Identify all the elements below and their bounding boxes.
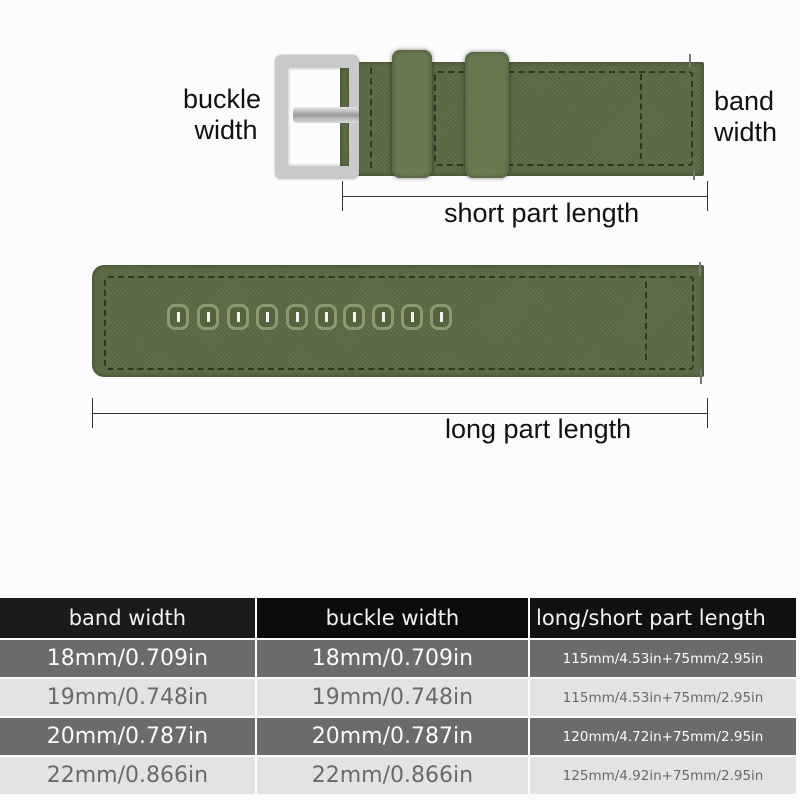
short-part-dimension-line [342,196,708,197]
strap-hole [315,304,337,330]
strap-hole [256,304,278,330]
table-row: 22mm/0.866in 22mm/0.866in 125mm/4.92in+7… [0,757,796,794]
cell-band-width: 18mm/0.709in [0,640,255,677]
long-spring-bar-pin-bottom [700,370,702,384]
short-strap-stitch [434,71,693,166]
short-part-tick-left [342,181,343,211]
table-row: 19mm/0.748in 19mm/0.748in 115mm/4.53in+7… [0,679,796,716]
spring-bar-pin-bottom [693,170,695,180]
long-strap-stitch [104,276,694,370]
table-header-row: band width buckle width long/short part … [0,598,796,638]
strap-hole [167,304,189,330]
short-part-length-label: short part length [444,198,640,228]
strap-keeper-1 [392,50,432,178]
strap-keeper-2 [465,52,509,178]
cell-buckle-width: 19mm/0.748in [256,679,529,716]
buckle-width-label-line2: width [194,115,258,145]
strap-hole [430,304,452,330]
spring-bar-pin-top [689,54,691,68]
band-width-label: band width [714,86,777,148]
long-strap-stitch-inner [645,282,647,360]
strap-hole [372,304,394,330]
short-part-tick-right [707,181,708,211]
buckle-width-label-line1: buckle [183,84,262,114]
cell-band-width: 22mm/0.866in [0,757,255,794]
header-band-width: band width [0,598,255,638]
cell-buckle-width: 20mm/0.787in [256,718,529,755]
cell-band-width: 20mm/0.787in [0,718,255,755]
long-part-tick-left [92,398,93,428]
size-table: band width buckle width long/short part … [0,596,798,796]
strap-hole [227,304,249,330]
header-buckle-width: buckle width [256,598,529,638]
table-row: 18mm/0.709in 18mm/0.709in 115mm/4.53in+7… [0,640,796,677]
cell-length: 120mm/4.72in+75mm/2.95in [530,718,796,755]
short-strap-stitch-inner [640,74,642,159]
long-part-length-label: long part length [445,414,632,444]
buckle-tongue [293,107,359,123]
long-part-dimension-line [92,413,708,414]
strap-hole [401,304,423,330]
strap-hole [343,304,365,330]
table-row: 20mm/0.787in 20mm/0.787in 120mm/4.72in+7… [0,718,796,755]
band-width-label-line1: band [714,86,775,116]
long-part-tick-right [707,398,708,428]
strap-hole [197,304,219,330]
short-strap-stitch-left [370,68,378,168]
cell-length: 125mm/4.92in+75mm/2.95in [530,757,796,794]
long-strap-body [92,265,704,377]
header-long-short-length: long/short part length [530,598,796,638]
cell-length: 115mm/4.53in+75mm/2.95in [530,679,796,716]
cell-length: 115mm/4.53in+75mm/2.95in [530,640,796,677]
cell-buckle-width: 18mm/0.709in [256,640,529,677]
long-spring-bar-pin-top [699,262,701,276]
strap-hole [286,304,308,330]
cell-buckle-width: 22mm/0.866in [256,757,529,794]
cell-band-width: 19mm/0.748in [0,679,255,716]
buckle-width-label: buckle width [183,84,261,146]
band-width-label-line2: width [714,117,778,147]
